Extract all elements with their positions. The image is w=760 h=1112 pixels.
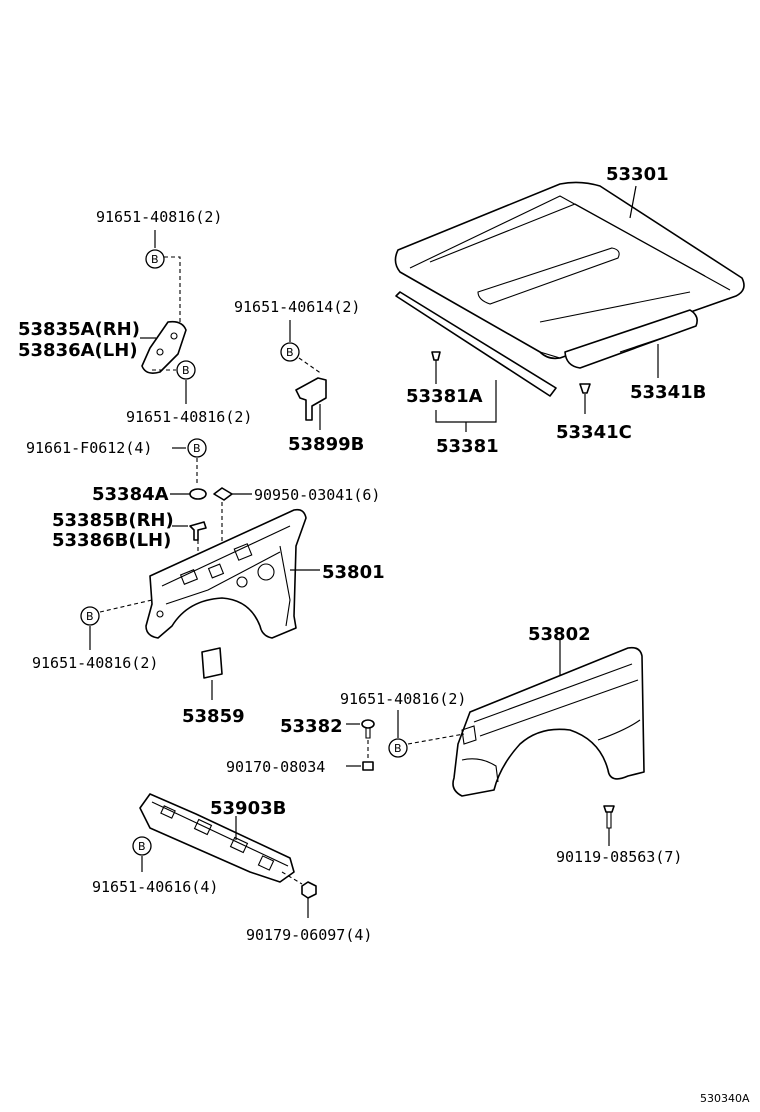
front-fender-53802 <box>452 646 645 797</box>
screw-90119-08563 <box>603 805 615 829</box>
label-91661-f0612: 91661-F0612(4) <box>26 439 152 457</box>
label-53903b: 53903B <box>210 798 286 819</box>
label-90950-03041: 90950-03041(6) <box>254 486 380 504</box>
bubble-b-apron-left <box>80 606 100 626</box>
bubble-b-hinge <box>176 360 196 380</box>
panel-53903b <box>139 793 295 883</box>
label-53341b: 53341B <box>630 382 706 403</box>
label-91651-40616: 91651-40616(4) <box>92 878 218 896</box>
label-53386b: 53386B(LH) <box>52 530 171 551</box>
label-90119-08563: 90119-08563(7) <box>556 848 682 866</box>
nut-90179-06097 <box>301 881 317 899</box>
bubble-b-top <box>145 249 165 269</box>
fender-apron-53801 <box>145 508 307 639</box>
label-90179-06097: 90179-06097(4) <box>246 926 372 944</box>
svg-text:B: B <box>151 253 159 266</box>
label-53859: 53859 <box>182 706 245 727</box>
label-90170-08034: 90170-08034 <box>226 758 325 776</box>
hood-hinge-53835a <box>141 320 187 374</box>
label-91651-40614: 91651-40614(2) <box>234 298 360 316</box>
label-53382: 53382 <box>280 716 343 737</box>
hood-panel-53301 <box>394 181 745 360</box>
label-53385b: 53385B(RH) <box>52 510 174 531</box>
clip-53341c <box>579 383 591 414</box>
clip-53381a <box>431 351 441 384</box>
label-53384a: 53384A <box>92 484 169 505</box>
hood-seal-53381a <box>395 291 557 397</box>
clip-90170-08034 <box>362 761 374 771</box>
label-91651-40816-right: 91651-40816(2) <box>340 690 466 708</box>
bubble-b-53899b <box>280 342 300 362</box>
svg-text:B: B <box>286 346 294 359</box>
bracket-53899b <box>295 377 327 421</box>
hood-insulator-53341b <box>564 309 698 369</box>
label-53801: 53801 <box>322 562 385 583</box>
bubble-b-fender <box>388 738 408 758</box>
label-53835a: 53835A(RH) <box>18 319 140 340</box>
label-91651-40816-mid: 91651-40816(2) <box>126 408 252 426</box>
label-91651-40816-left: 91651-40816(2) <box>32 654 158 672</box>
svg-text:B: B <box>138 840 146 853</box>
label-53341c: 53341C <box>556 422 632 443</box>
label-53301: 53301 <box>606 164 669 185</box>
grommet-53384a <box>189 488 207 500</box>
label-53899b: 53899B <box>288 434 364 455</box>
label-53802: 53802 <box>528 624 591 645</box>
clip-53385b <box>189 521 207 541</box>
bolt-53382 <box>361 719 375 739</box>
svg-text:B: B <box>394 742 402 755</box>
svg-text:B: B <box>86 610 94 623</box>
label-53381: 53381 <box>436 436 499 457</box>
label-53381a: 53381A <box>406 386 483 407</box>
label-91651-40816-top: 91651-40816(2) <box>96 208 222 226</box>
figure-code: 530340A <box>700 1092 750 1105</box>
bubble-b-apron-top <box>187 438 207 458</box>
svg-text:B: B <box>182 364 190 377</box>
label-53836a: 53836A(LH) <box>18 340 138 361</box>
bubble-b-53903b <box>132 836 152 856</box>
svg-text:B: B <box>193 442 201 455</box>
seal-53859 <box>201 647 223 679</box>
nut-90950-03041 <box>213 487 233 501</box>
